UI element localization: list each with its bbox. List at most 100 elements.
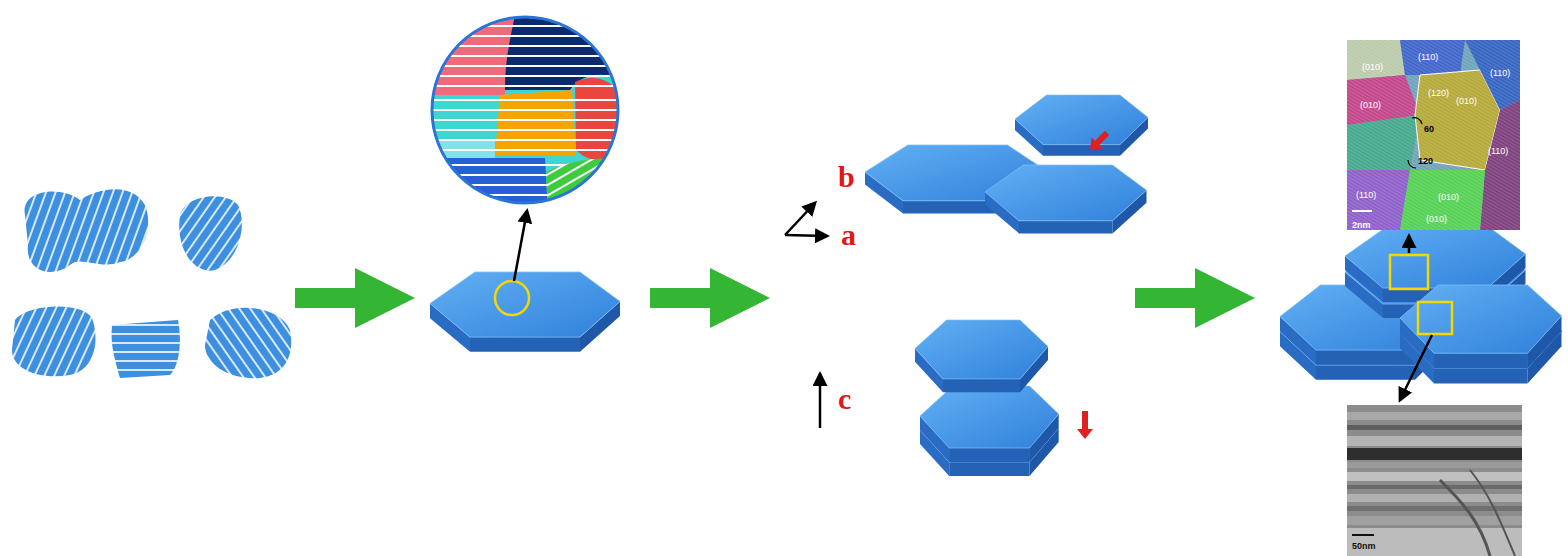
sem-image-part (1347, 516, 1522, 525)
nanoparticle-blobs-part (112, 320, 180, 378)
sem-image-part (1352, 534, 1374, 536)
angle-label: 60 (1424, 125, 1434, 135)
axis-label: b (838, 160, 855, 193)
nanoparticle-blobs-part (205, 308, 291, 379)
lattice-plane-label: (010) (1362, 63, 1383, 73)
magnified-domains-part-part-part (430, 184, 626, 186)
sem-image-part (1347, 425, 1522, 430)
scale-bar-label: 50nm (1352, 542, 1376, 552)
lattice-plane-label: (110) (1356, 191, 1376, 201)
magnified-domains-part-part-part (430, 129, 626, 131)
lattice-plane-label-slot: (110) (1418, 46, 1438, 64)
magnified-domains-part-part-part (430, 65, 626, 67)
axis-arrows-part (819, 374, 822, 428)
scale-bar-label-slot: 2nm (1352, 214, 1371, 232)
vertical-stacking (915, 320, 1093, 476)
lateral-attachment-part (985, 165, 1147, 233)
lateral-attachment-part (1015, 95, 1148, 156)
magnified-domains-part-part-part (430, 99, 626, 101)
sem-image-part (1347, 448, 1522, 460)
lattice-plane-label-slot: (010) (1362, 56, 1383, 74)
single-plate-part (430, 272, 620, 352)
axis-arrows-part (785, 203, 815, 235)
magnified-domains-part-part-part (430, 139, 626, 141)
nanoparticle-blobs-part (179, 196, 242, 270)
lattice-plane-label: (120) (1428, 89, 1449, 99)
magnified-domains-part-part-part (430, 194, 626, 196)
stacked-assembly-part (1408, 236, 1411, 253)
stacked-assembly-part (1400, 285, 1562, 369)
sem-image-part (1347, 462, 1522, 468)
lattice-plane-label-slot: (110) (1356, 184, 1376, 202)
sem-image-part (1347, 472, 1522, 481)
stacked-assembly-part (1400, 335, 1432, 400)
magnified-domains-part-part-part (430, 55, 626, 57)
tem-image-part (1347, 40, 1520, 230)
angle-label-slot: 60 (1424, 118, 1434, 136)
lattice-plane-label-slot: (110) (1488, 140, 1508, 158)
magnified-domains-part-part-part (430, 85, 626, 87)
tem-image-part (1347, 40, 1520, 230)
lattice-plane-label-slot: (010) (1360, 94, 1381, 112)
vertical-stacking-part (1077, 411, 1093, 439)
axis-arrows (785, 203, 827, 428)
single-plate (430, 211, 620, 352)
magnified-domains-part-part (546, 159, 626, 213)
lattice-plane-label: (010) (1360, 101, 1381, 111)
lattice-plane-label-slot: (010) (1438, 186, 1459, 204)
sem-image-part (1347, 405, 1522, 556)
tem-image-part (1412, 118, 1422, 124)
magnified-domains-part-part-part (430, 109, 626, 111)
nanoparticle-blobs-part (12, 306, 96, 376)
lattice-plane-label: (010) (1456, 97, 1477, 107)
stacked-assembly (1280, 226, 1562, 400)
single-plate-part (514, 211, 527, 281)
axis-label-slot: c (838, 382, 851, 415)
scale-bar-label: 2nm (1352, 221, 1371, 231)
nanoparticle-blobs-part (25, 189, 149, 272)
sem-image-part (1347, 436, 1522, 446)
scale-bar-label-slot: 50nm (1352, 535, 1376, 553)
axis-label: a (841, 218, 856, 251)
magnified-domains-part (430, 15, 626, 212)
sem-image (1347, 405, 1522, 556)
tem-image-part (1408, 160, 1416, 168)
lattice-plane-label: (010) (1426, 215, 1447, 225)
stacked-assembly-part (1390, 255, 1428, 289)
tem-image (1347, 40, 1520, 230)
lattice-plane-label: (110) (1490, 69, 1510, 79)
magnified-domains-part-part (430, 15, 626, 211)
lateral-attachment-part (1084, 127, 1112, 155)
tem-image-part (1352, 210, 1372, 212)
sem-image-part (1440, 480, 1490, 556)
magnified-domains-part-part-part (430, 149, 626, 151)
sem-image-part (1470, 470, 1515, 556)
stacked-assembly-part (1418, 302, 1452, 334)
single-plate-part (495, 281, 529, 315)
vertical-stacking-part (915, 320, 1048, 392)
magnified-domains-part (432, 17, 618, 203)
lateral-attachment-part-part (1084, 127, 1112, 155)
process-arrows-part (295, 268, 415, 328)
magnified-domains-part-part-part (430, 119, 626, 121)
lattice-plane-label-slot: (010) (1456, 90, 1477, 108)
sem-image-part (1347, 485, 1522, 489)
sem-image-part (1347, 412, 1522, 420)
magnified-domains (430, 15, 626, 212)
process-arrows-part (1135, 268, 1255, 328)
magnified-domains-part-part-part (430, 25, 626, 27)
axis-arrows-part (785, 235, 827, 236)
angle-label-slot: 120 (1418, 150, 1433, 168)
sem-image-part (1347, 528, 1522, 556)
lattice-plane-label: (110) (1488, 147, 1508, 157)
vertical-stacking-part-part (1077, 411, 1093, 439)
magnified-domains-part-part-part (430, 35, 626, 37)
axis-label: c (838, 382, 851, 415)
magnified-domains-part-part-part (430, 75, 626, 77)
lattice-plane-label: (010) (1438, 193, 1459, 203)
axis-label-slot: a (841, 218, 856, 251)
lateral-attachment (865, 95, 1148, 233)
lattice-plane-label: (110) (1418, 53, 1438, 63)
